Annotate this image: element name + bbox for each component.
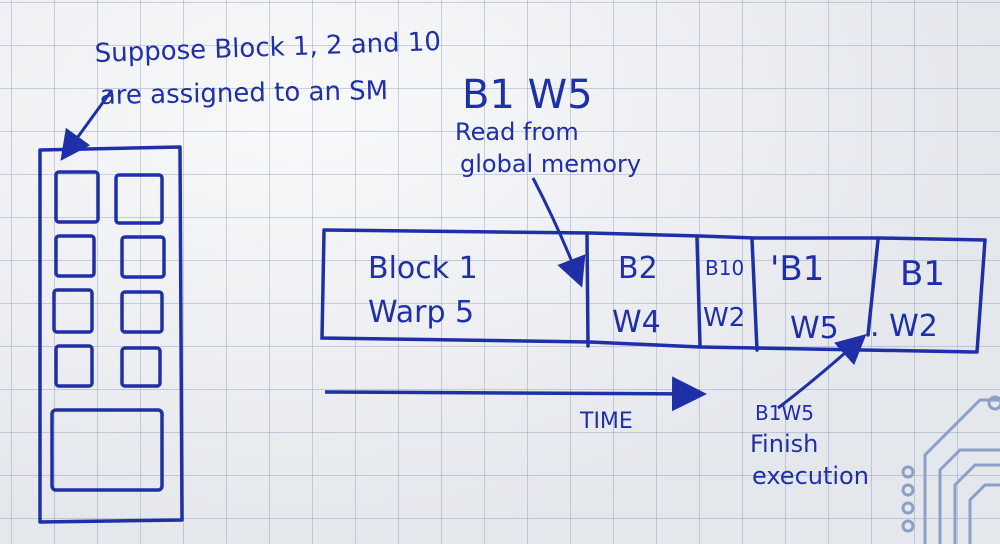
sm-cell: [120, 290, 164, 334]
sm-cell: [54, 170, 100, 224]
timeline-strip: [320, 228, 987, 354]
timeline-cell-2-line-2: W4: [612, 305, 661, 340]
timeline-cell-5-line-2: . W2: [870, 309, 938, 344]
read-note-line-2: global memory: [460, 150, 641, 178]
timeline-cell-4-line-2: W5: [790, 311, 839, 346]
finish-arrow: [777, 334, 867, 410]
sm-cell: [114, 173, 164, 225]
sm-cell-large: [50, 408, 164, 492]
sm-cell: [120, 235, 166, 279]
sm-cell: [54, 344, 94, 388]
finish-note-line-1: B1W5: [755, 401, 814, 425]
read-note-line-1: Read from: [455, 118, 579, 146]
timeline-cell-1-line-2: Warp 5: [368, 295, 474, 330]
sm-cell: [52, 288, 94, 334]
finish-note-line-3: execution: [752, 462, 869, 490]
sm-cell: [120, 346, 162, 388]
finish-note-line-2: Finish: [750, 430, 818, 458]
annotation-line-1: Suppose Block 1, 2 and 10: [94, 27, 441, 69]
sm-pointer-arrow: [60, 89, 114, 161]
timeline-cell-3-line-1: B10: [705, 256, 744, 280]
timeline-cell-1-line-1: Block 1: [368, 251, 478, 286]
timeline-cell-3-line-2: W2: [703, 303, 745, 333]
current-warp-label: B1 W5: [462, 72, 593, 118]
time-axis-arrow: [324, 376, 707, 412]
time-label: TIME: [579, 409, 633, 434]
timeline-cell-4-line-1: 'B1: [770, 249, 824, 289]
sm-cell: [54, 234, 96, 278]
timeline-cell-5-line-1: B1: [900, 254, 945, 294]
timeline-cell-2-line-1: B2: [618, 251, 658, 286]
read-arrow: [531, 177, 586, 288]
annotation-line-2: are assigned to an SM: [100, 76, 389, 111]
sm-box: [38, 145, 184, 524]
circuit-decoration: [901, 395, 1000, 544]
